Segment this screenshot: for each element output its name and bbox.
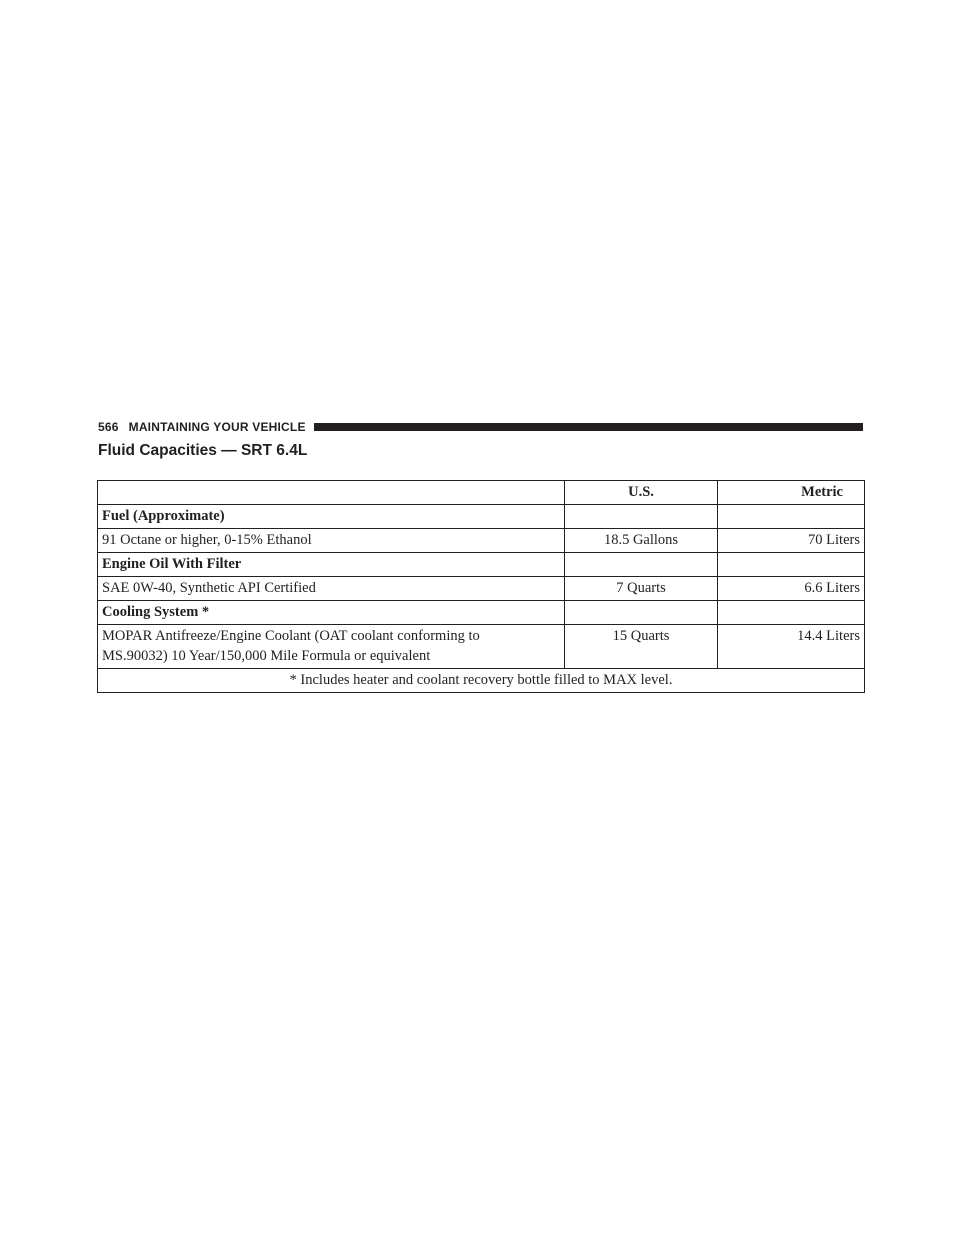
table-header-row: U.S. Metric: [97, 480, 865, 505]
row-us-value: 15 Quarts: [564, 624, 718, 669]
row-us-value: [564, 600, 718, 625]
row-metric-value: [717, 552, 865, 577]
table-title: Fluid Capacities — SRT 6.4L: [98, 442, 308, 459]
row-label: Cooling System *: [97, 600, 565, 625]
row-label-line: MOPAR Antifreeze/Engine Coolant (OAT coo…: [102, 628, 480, 644]
table-row: Fuel (Approximate): [97, 504, 865, 529]
table-row: SAE 0W-40, Synthetic API Certified 7 Qua…: [97, 576, 865, 601]
page-header: 566 MAINTAINING YOUR VEHICLE: [98, 418, 863, 436]
section-title: MAINTAINING YOUR VEHICLE: [128, 420, 306, 434]
table-row: Cooling System *: [97, 600, 865, 625]
row-metric-value: [717, 600, 865, 625]
row-metric-value: 70 Liters: [717, 528, 865, 553]
header-rule: [313, 423, 863, 431]
row-metric-value: [717, 504, 865, 529]
column-header-metric: Metric: [717, 480, 865, 505]
row-metric-value: 14.4 Liters: [717, 624, 865, 669]
table-row: MOPAR Antifreeze/Engine Coolant (OAT coo…: [97, 624, 865, 669]
row-us-value: [564, 552, 718, 577]
fluid-capacities-table: U.S. Metric Fuel (Approximate) 91 Octane…: [97, 480, 865, 693]
table-footnote-row: * Includes heater and coolant recovery b…: [97, 668, 865, 693]
row-label: 91 Octane or higher, 0-15% Ethanol: [97, 528, 565, 553]
table-row: 91 Octane or higher, 0-15% Ethanol 18.5 …: [97, 528, 865, 553]
table-row: Engine Oil With Filter: [97, 552, 865, 577]
row-metric-value: 6.6 Liters: [717, 576, 865, 601]
row-label: Fuel (Approximate): [97, 504, 565, 529]
row-us-value: 18.5 Gallons: [564, 528, 718, 553]
row-label: SAE 0W-40, Synthetic API Certified: [97, 576, 565, 601]
page-number: 566: [98, 420, 119, 434]
column-header-item: [97, 480, 565, 505]
row-us-value: [564, 504, 718, 529]
row-label: MOPAR Antifreeze/Engine Coolant (OAT coo…: [97, 624, 565, 669]
row-us-value: 7 Quarts: [564, 576, 718, 601]
row-label-line: MS.90032) 10 Year/150,000 Mile Formula o…: [102, 648, 431, 664]
table-footnote: * Includes heater and coolant recovery b…: [97, 668, 865, 693]
column-header-us: U.S.: [564, 480, 718, 505]
row-label: Engine Oil With Filter: [97, 552, 565, 577]
